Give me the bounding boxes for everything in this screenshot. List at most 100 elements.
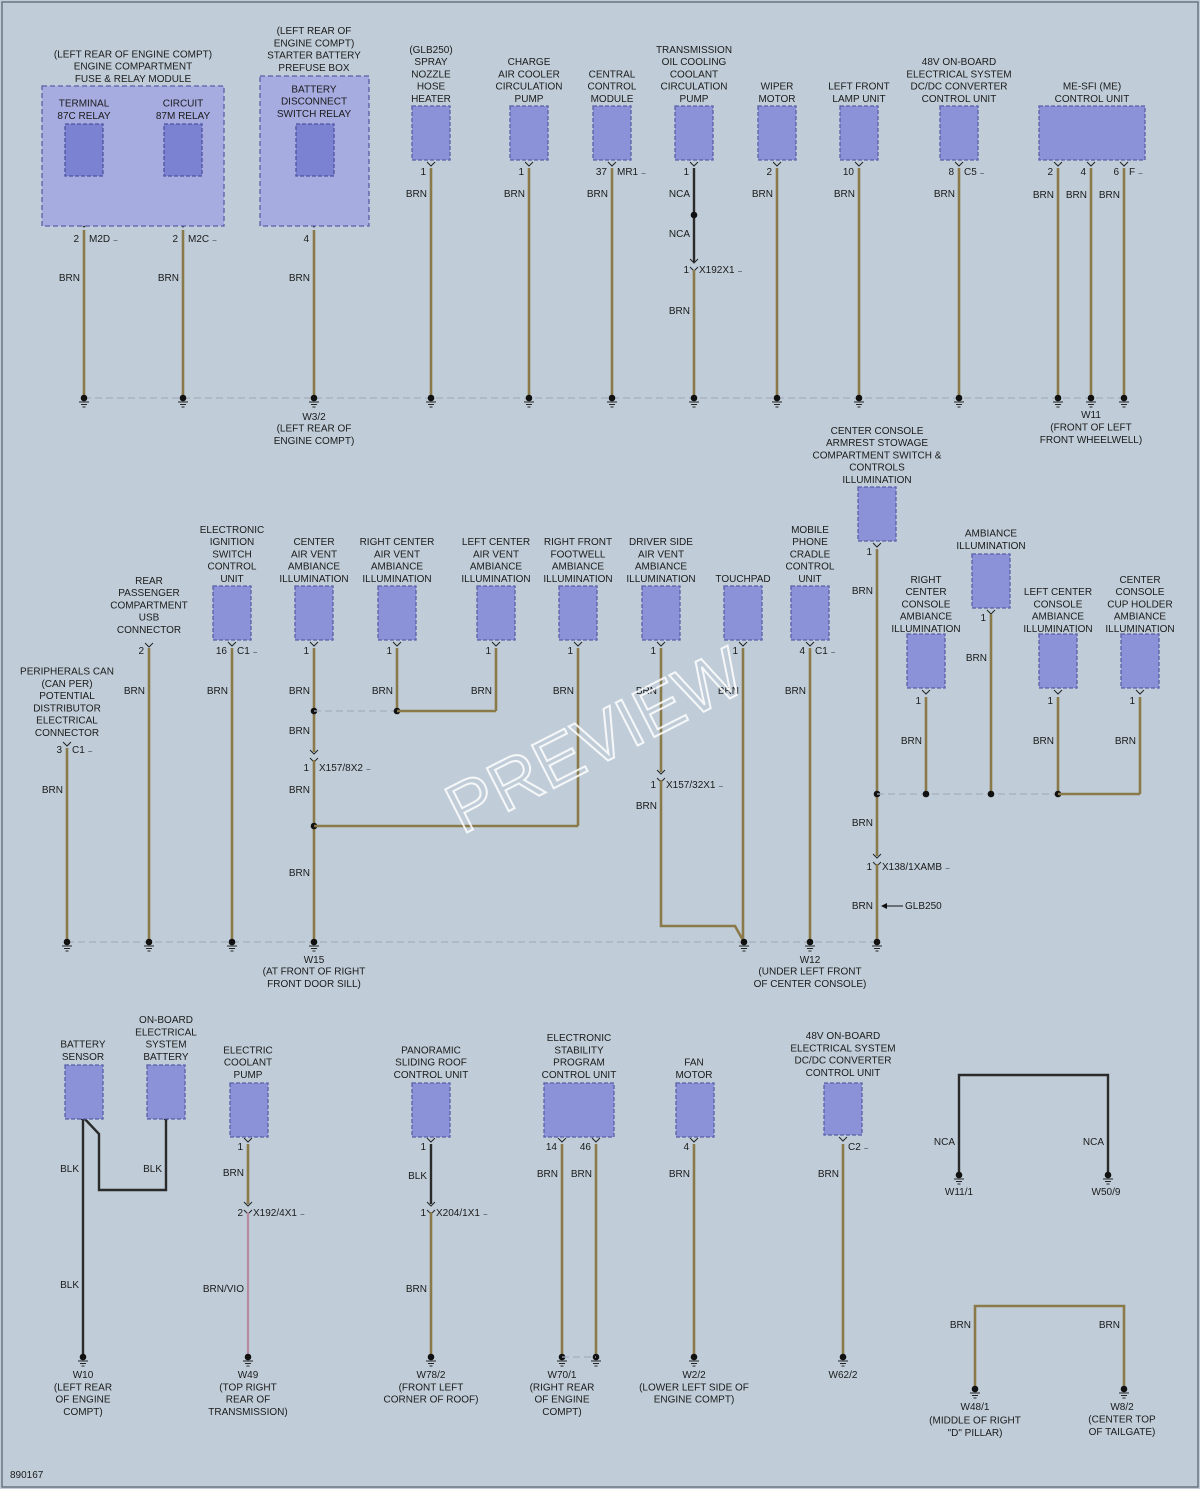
ground-symbol [1119,1392,1129,1399]
wire-color-label: BRN [406,1284,427,1295]
terminal-mark [738,641,748,647]
left-center-console-label: ILLUMINATION [1023,624,1092,635]
usb-connector-label: USB [139,613,160,624]
ground-location: ENGINE COMPT) [654,1395,735,1406]
fuse-relay-module-label: (LEFT REAR OF ENGINE COMPT) [54,49,212,60]
fuse-relay-module-label: FUSE & RELAY MODULE [75,74,192,85]
eis-label: SWITCH [212,549,251,560]
prefuse-box-label: ENGINE COMPT) [274,38,355,49]
ground-symbol [243,1360,253,1367]
wire-brn [973,1304,1126,1389]
ground-symbol [607,401,617,408]
wire-color-label: BRN [207,686,228,697]
ground-symbol [689,1360,699,1367]
coolant-pump-label: PUMP [234,1070,263,1081]
ground-dot [244,1353,252,1361]
component-label: MODULE [591,94,634,105]
ambiance-illumination-label: ILLUMINATION [956,541,1025,552]
component-label: PUMP [515,94,544,105]
relay-label: CIRCUIT [163,99,204,110]
component-label: ELECTRICAL SYSTEM [906,69,1011,80]
ground-location: FRONT DOOR SILL) [267,979,361,990]
center-vent-box [294,585,334,641]
component-label: DC/DC CONVERTER [910,82,1007,93]
connector-id: X138/1XAMB ₋ [882,862,950,873]
cup-holder-label: CUP HOLDER [1107,599,1172,610]
wire-color-label: BRN [636,801,657,812]
phone-cradle-label: PHONE [792,537,828,548]
ground-location: (FRONT LEFT [399,1382,464,1393]
connector-id: C2 ₋ [848,1142,869,1153]
left-center-vent-label: ILLUMINATION [461,574,530,585]
ground-dot [855,394,863,402]
battery-sensor-box [64,1064,104,1120]
wire-brn [659,780,746,943]
ground-symbol [591,1360,601,1367]
fuse-relay-module-label: ENGINE COMPARTMENT [74,62,193,73]
cup-holder-label: ILLUMINATION [1105,624,1174,635]
armrest-illumination-label: CONTROLS [849,463,905,474]
prefuse-box-label: STARTER BATTERY [267,51,361,62]
wire-color-label: BRN [587,189,608,200]
ambiance-illumination-box [971,553,1011,609]
terminal-mark [921,689,931,695]
can-per-label: (CAN PER) [41,679,92,690]
component-label: HOSE [417,82,446,93]
ground-dot [80,394,88,402]
fan-motor-label: MOTOR [675,1070,712,1081]
ground-name: W78/2 [417,1370,446,1381]
wire-color-label: BRN [718,686,739,697]
wire-color-label: BRN [1115,736,1136,747]
ground-dot [839,1353,847,1361]
ground-symbol [1086,401,1096,408]
ground-dot [1104,1171,1112,1179]
wire-color-label: NCA [669,189,690,200]
ground-symbol [1053,401,1063,408]
ground-name: W11 [1081,410,1101,421]
terminal-mark [426,161,436,167]
connector-id: X157/8X2 ₋ [319,763,371,774]
battery-disconnect-label: SWITCH RELAY [277,109,352,120]
ground-symbol [227,945,237,952]
component-label: NOZZLE [411,69,451,80]
right-center-console-box [906,633,946,689]
ground-symbol [309,945,319,952]
right-center-vent-label: ILLUMINATION [362,574,431,585]
ground-symbol [1119,401,1129,408]
ground-location: OF CENTER CONSOLE) [754,979,867,990]
wire-color-label: BRN [289,868,310,879]
ground-dot [427,394,435,402]
ground-location: ENGINE COMPT) [274,436,355,447]
ground-symbol [872,945,882,952]
ground-symbol [557,1360,567,1367]
ground-name: W70/1 [548,1370,577,1381]
fan-motor-label: FAN [684,1058,703,1069]
connector-id: X204/1X1 ₋ [436,1208,488,1219]
transmission-pump-label: COOLANT [670,69,718,80]
driver-side-vent-label: DRIVER SIDE [629,537,693,548]
wire-color-label: BRN [818,1169,839,1180]
terminal-mark [426,1137,436,1143]
ground-location: (LEFT REAR [54,1382,112,1393]
components-layer [41,75,1160,1138]
connector-id: X192/4X1 ₋ [253,1208,305,1219]
can-per-label: POTENTIAL [39,691,95,702]
coolant-pump-label: COOLANT [224,1058,272,1069]
wire-blk [82,1116,168,1192]
component-label: CONTROL [588,82,637,93]
ground-name: W2/2 [682,1370,706,1381]
wire-color-label: BRN [124,686,145,697]
connector-id: M2C ₋ [188,234,217,245]
wire-color-label: NCA [1083,1137,1104,1148]
terminal-mark [805,641,815,647]
pin-number: 2 [237,1208,243,1219]
terminal-mark [1053,689,1063,695]
wire-color-label: BRN [950,1320,971,1331]
wire-color-label: BRN [901,736,922,747]
wire-color-label: BRN [1033,736,1054,747]
ground-symbol [772,401,782,408]
ground-symbol [805,945,815,952]
wire-color-label: BRN [834,189,855,200]
ground-location: OF ENGINE [534,1395,589,1406]
wire-color-label: BRN [852,818,873,829]
